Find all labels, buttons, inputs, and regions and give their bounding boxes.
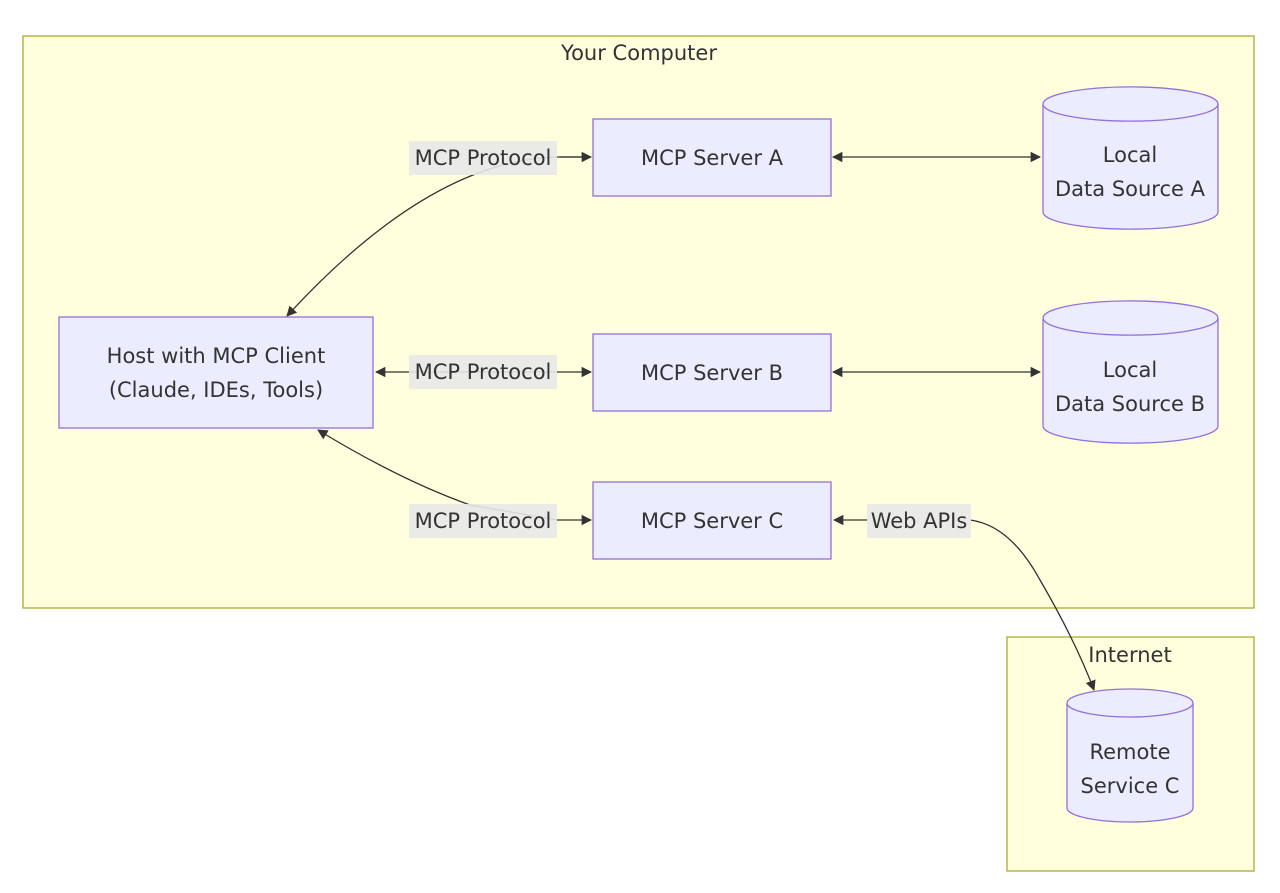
node-server-c-label: MCP Server C: [641, 509, 783, 533]
edge-label-server-c-remote: Web APIs: [871, 509, 968, 533]
node-server-b[interactable]: MCP Server B: [592, 333, 832, 412]
node-data-source-b-line-2: Data Source B: [1055, 392, 1205, 416]
edge-labels: MCP Protocol MCP Protocol MCP Protocol W…: [409, 141, 971, 538]
node-server-b-label: MCP Server B: [641, 361, 783, 385]
edge-label-host-server-a: MCP Protocol: [415, 146, 552, 170]
edge-host-server-c: [317, 429, 558, 521]
node-data-source-a-line-2: Data Source A: [1055, 177, 1206, 201]
node-remote-service-c[interactable]: Remote Service C: [1066, 688, 1194, 823]
node-server-a-label: MCP Server A: [641, 146, 784, 170]
edge-server-c-remote-curve: [969, 519, 1096, 691]
node-remote-service-c-line-2: Service C: [1081, 774, 1180, 798]
edge-label-host-server-b: MCP Protocol: [415, 360, 552, 384]
internet-label: Internet: [1088, 643, 1171, 667]
node-host-line-2: (Claude, IDEs, Tools): [109, 378, 323, 402]
edge-label-host-server-c: MCP Protocol: [415, 509, 552, 533]
node-data-source-b[interactable]: Local Data Source B: [1042, 300, 1219, 444]
node-server-a[interactable]: MCP Server A: [592, 118, 832, 197]
node-remote-service-c-line-1: Remote: [1089, 740, 1170, 764]
node-server-c[interactable]: MCP Server C: [592, 481, 832, 560]
node-data-source-a[interactable]: Local Data Source A: [1042, 86, 1219, 230]
your-computer-label: Your Computer: [560, 41, 717, 65]
node-host[interactable]: Host with MCP Client (Claude, IDEs, Tool…: [58, 316, 374, 429]
node-data-source-a-line-1: Local: [1103, 143, 1157, 167]
node-host-line-1: Host with MCP Client: [107, 344, 326, 368]
node-data-source-b-line-1: Local: [1103, 358, 1157, 382]
